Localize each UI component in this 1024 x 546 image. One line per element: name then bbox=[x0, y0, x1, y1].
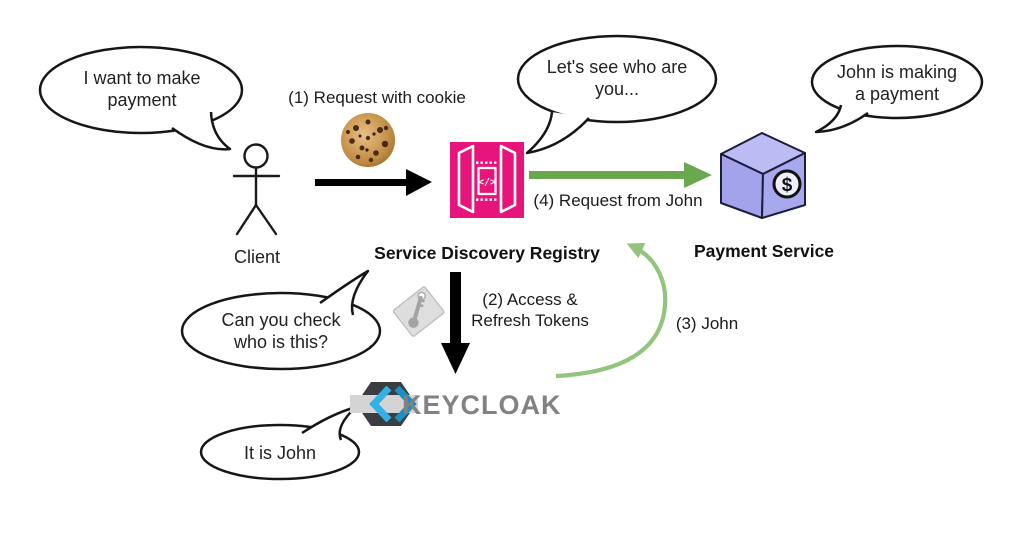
bubble-identity-question-text: Can you check who is this? bbox=[221, 310, 341, 352]
step1-label: (1) Request with cookie bbox=[288, 88, 466, 107]
keycloak-wordmark: KEYCLOAK bbox=[402, 390, 562, 420]
api-gateway-icon: </> bbox=[450, 142, 524, 218]
step2-label: (2) Access & Refresh Tokens bbox=[471, 290, 589, 330]
key-tag-icon bbox=[392, 286, 445, 337]
dollar-glyph: $ bbox=[782, 175, 793, 196]
speech-bubble-payment bbox=[810, 44, 984, 134]
arrow-john-curve bbox=[555, 242, 668, 379]
client-label: Client bbox=[233, 247, 281, 267]
speech-bubble-answer bbox=[199, 405, 361, 481]
client-figure-icon bbox=[232, 143, 281, 236]
bubble-gateway-check-text: Let's see who are you... bbox=[546, 57, 688, 99]
speech-bubble-gateway bbox=[516, 34, 718, 155]
arrow-access-refresh-tokens bbox=[441, 272, 470, 374]
arrow-request-from-john bbox=[529, 162, 712, 188]
step3-label: (3) John bbox=[675, 314, 739, 333]
registry-label: Service Discovery Registry bbox=[374, 243, 600, 263]
speech-bubble-client bbox=[38, 45, 244, 151]
bubble-identity-answer-text: It is John bbox=[243, 443, 317, 463]
payment-cube-icon: $ bbox=[720, 132, 806, 219]
gateway-code-glyph: </> bbox=[478, 177, 496, 188]
bubble-client-intent-text: I want to make payment bbox=[83, 68, 201, 110]
payment-service-label: Payment Service bbox=[693, 241, 835, 261]
arrow-request-with-cookie bbox=[315, 169, 432, 196]
dollar-circle-icon bbox=[772, 169, 802, 199]
keycloak-logo-icon bbox=[350, 382, 418, 426]
bubble-payment-claim-text: John is making a payment bbox=[836, 62, 958, 104]
speech-bubble-question bbox=[180, 269, 382, 371]
step4-label: (4) Request from John bbox=[533, 191, 703, 210]
cookie-icon bbox=[341, 113, 395, 167]
